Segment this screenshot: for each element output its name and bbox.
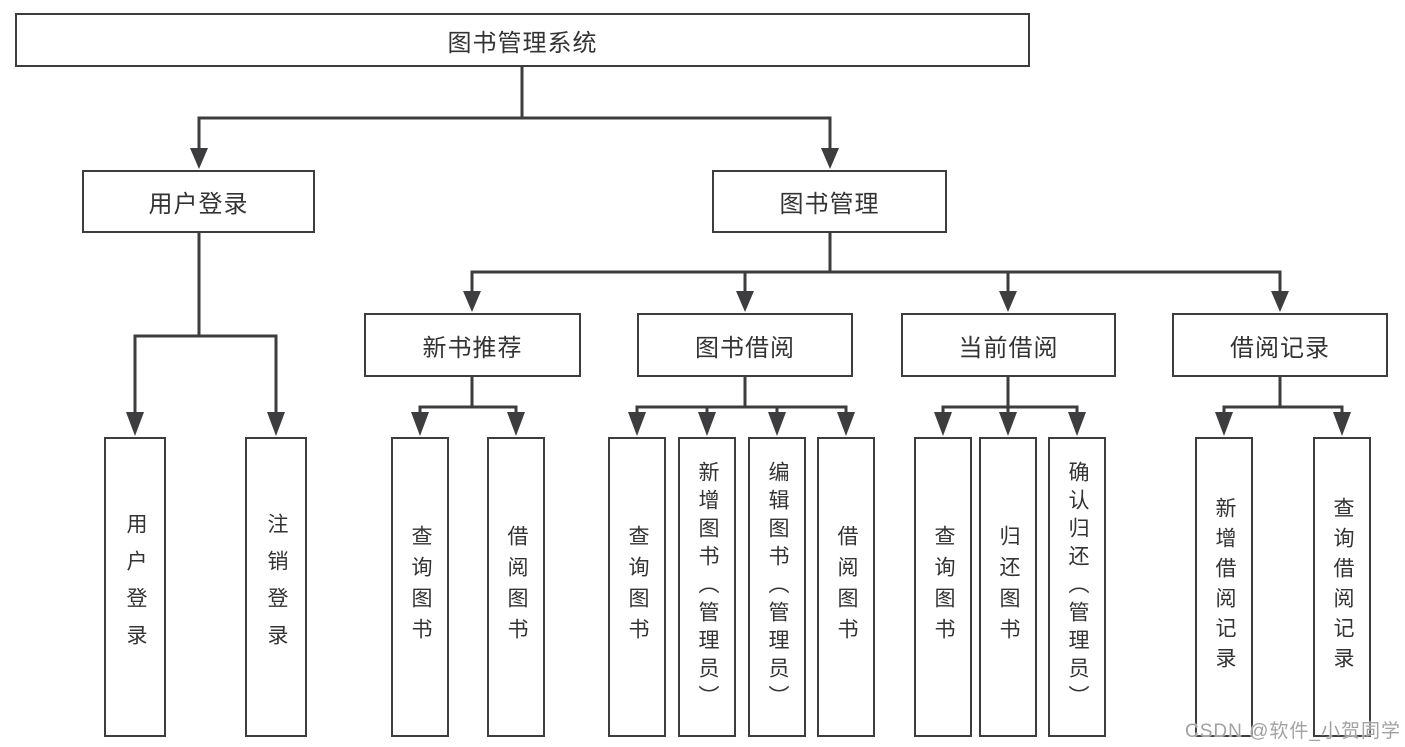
node-current-borrowing: 当前借阅: [901, 313, 1116, 377]
leaf-query-books-borrowing: 查询图书: [608, 437, 666, 737]
node-book-borrowing: 图书借阅: [637, 313, 853, 377]
leaf-return-books: 归还图书: [979, 437, 1037, 737]
node-book-management: 图书管理: [712, 170, 947, 233]
leaf-borrow-books-borrowing: 借阅图书: [817, 437, 875, 737]
leaf-logout: 注销登录: [245, 437, 307, 737]
csdn-watermark: CSDN @软件_小贺同学: [1185, 721, 1401, 742]
node-new-book-recommend: 新书推荐: [364, 313, 581, 377]
leaf-query-borrow-record: 查询借阅记录: [1313, 437, 1371, 737]
leaf-query-books-current: 查询图书: [914, 437, 972, 737]
node-library-management-system: 图书管理系统: [15, 13, 1030, 67]
leaf-confirm-return-admin: 确认归还（管理员）: [1048, 437, 1106, 737]
node-user-login-branch: 用户登录: [82, 170, 315, 233]
leaf-add-book-admin: 新增图书（管理员）: [678, 437, 736, 737]
leaf-borrow-books-recommend: 借阅图书: [487, 437, 545, 737]
node-borrowing-records: 借阅记录: [1172, 313, 1388, 377]
leaf-edit-book-admin: 编辑图书（管理员）: [748, 437, 806, 737]
leaf-query-books-recommend: 查询图书: [391, 437, 449, 737]
leaf-user-login: 用户登录: [104, 437, 166, 737]
leaf-add-borrow-record: 新增借阅记录: [1195, 437, 1253, 737]
